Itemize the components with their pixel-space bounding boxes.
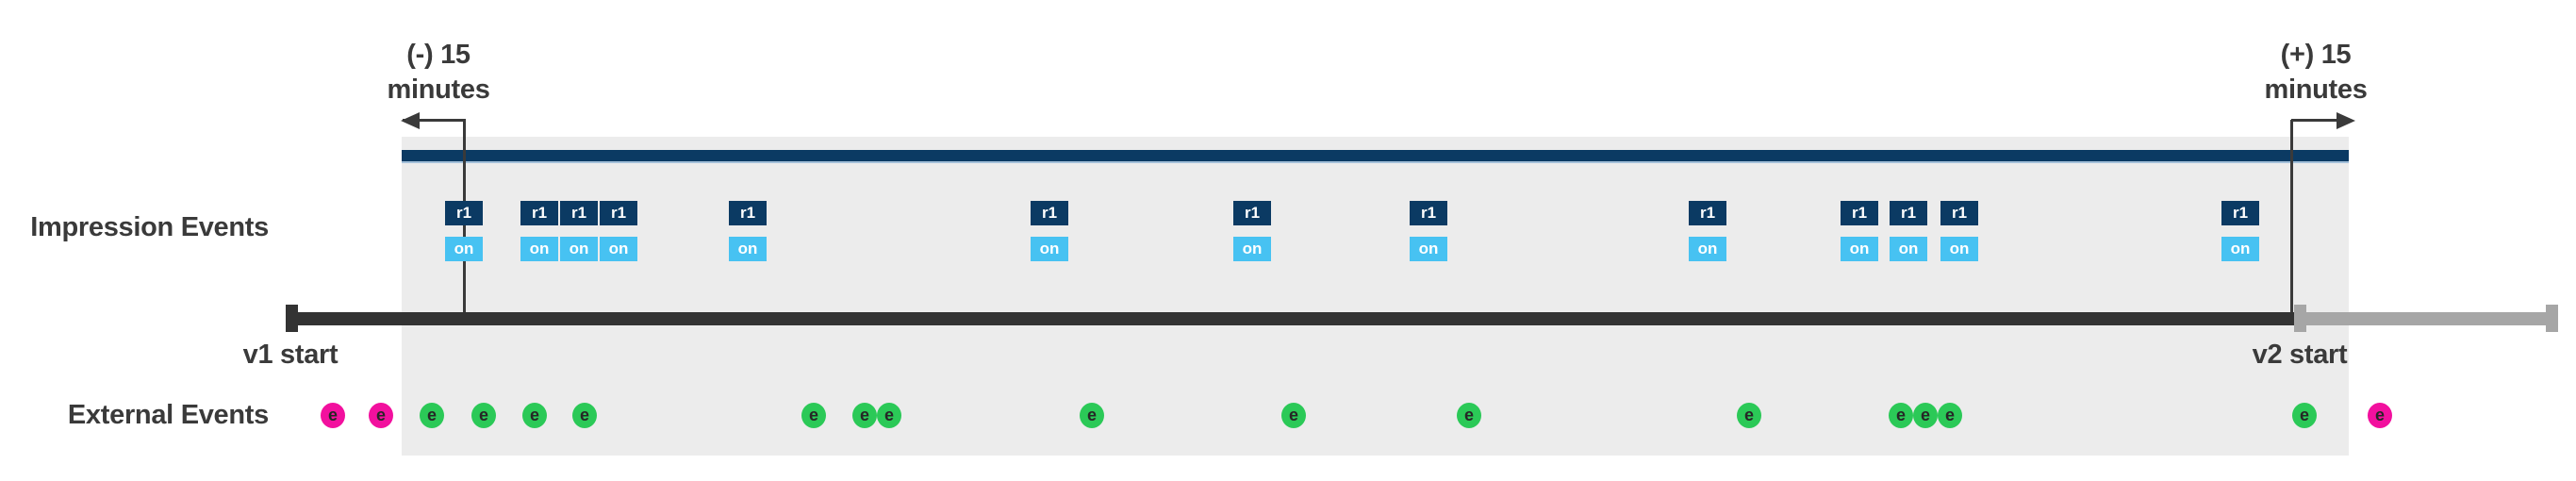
impression-r1-box: r1 xyxy=(520,201,558,225)
impression-on-box: on xyxy=(1940,237,1978,261)
external-event-dot: e xyxy=(1889,403,1913,428)
v2-start-cap xyxy=(2294,305,2306,332)
impression-r1-box: r1 xyxy=(600,201,637,225)
minus-15-minutes-label: (-) 15 minutes xyxy=(335,38,542,108)
impression-row-label: Impression Events xyxy=(30,212,269,242)
plus-15-line2: minutes xyxy=(2264,75,2368,105)
impression-r1-box: r1 xyxy=(2221,201,2259,225)
impression-on-box: on xyxy=(729,237,767,261)
v2-start-label: v2 start xyxy=(2252,340,2348,370)
external-event-dot: e xyxy=(572,403,597,428)
external-event-dot: e xyxy=(2292,403,2317,428)
external-event-dot: e xyxy=(1080,403,1104,428)
external-event-dot: e xyxy=(522,403,547,428)
plus-15-line1: (+) 15 xyxy=(2280,40,2352,70)
reporting-window-top-bar xyxy=(402,150,2349,163)
impression-r1-box: r1 xyxy=(1233,201,1271,225)
external-event-dot: e xyxy=(321,403,345,428)
impression-on-box: on xyxy=(445,237,483,261)
external-event-dot: e xyxy=(1457,403,1481,428)
impression-r1-box: r1 xyxy=(1890,201,1927,225)
v1-start-label: v1 start xyxy=(242,340,339,370)
impression-on-box: on xyxy=(600,237,637,261)
minus-15-arrow-line xyxy=(403,119,466,122)
external-event-dot: e xyxy=(1913,403,1938,428)
impression-r1-box: r1 xyxy=(445,201,483,225)
external-event-dot: e xyxy=(1737,403,1761,428)
plus-15-arrow-line xyxy=(2291,119,2337,122)
impression-on-box: on xyxy=(1841,237,1878,261)
external-event-dot: e xyxy=(420,403,444,428)
reporting-window-panel xyxy=(402,137,2349,456)
external-row-label: External Events xyxy=(67,400,269,430)
external-event-dot: e xyxy=(877,403,901,428)
impression-r1-box: r1 xyxy=(1689,201,1726,225)
external-event-dot: e xyxy=(471,403,496,428)
plus-15-reference-line xyxy=(2290,120,2293,313)
left-arrowhead-icon xyxy=(401,112,420,129)
minus-15-line1: (-) 15 xyxy=(406,40,471,70)
timeline-v2-bar xyxy=(2294,312,2558,325)
timeline-end-cap xyxy=(2546,305,2558,332)
impression-on-box: on xyxy=(1233,237,1271,261)
impression-on-box: on xyxy=(520,237,558,261)
impression-r1-box: r1 xyxy=(1031,201,1068,225)
impression-r1-box: r1 xyxy=(560,201,598,225)
impression-r1-box: r1 xyxy=(1841,201,1878,225)
external-event-dot: e xyxy=(852,403,877,428)
v1-start-cap xyxy=(286,305,298,332)
plus-15-minutes-label: (+) 15 minutes xyxy=(2212,38,2419,108)
external-event-dot: e xyxy=(1938,403,1962,428)
impression-on-box: on xyxy=(2221,237,2259,261)
external-event-dot: e xyxy=(1281,403,1306,428)
impression-on-box: on xyxy=(560,237,598,261)
impression-r1-box: r1 xyxy=(1940,201,1978,225)
impression-r1-box: r1 xyxy=(729,201,767,225)
impression-on-box: on xyxy=(1890,237,1927,261)
impression-on-box: on xyxy=(1031,237,1068,261)
external-event-dot: e xyxy=(801,403,826,428)
impression-on-box: on xyxy=(1410,237,1447,261)
external-event-dot: e xyxy=(369,403,393,428)
right-arrowhead-icon xyxy=(2337,112,2355,129)
minus-15-line2: minutes xyxy=(387,75,490,105)
impression-r1-box: r1 xyxy=(1410,201,1447,225)
timeline-v1-bar xyxy=(286,312,2294,325)
external-event-dot: e xyxy=(2368,403,2392,428)
impression-on-box: on xyxy=(1689,237,1726,261)
